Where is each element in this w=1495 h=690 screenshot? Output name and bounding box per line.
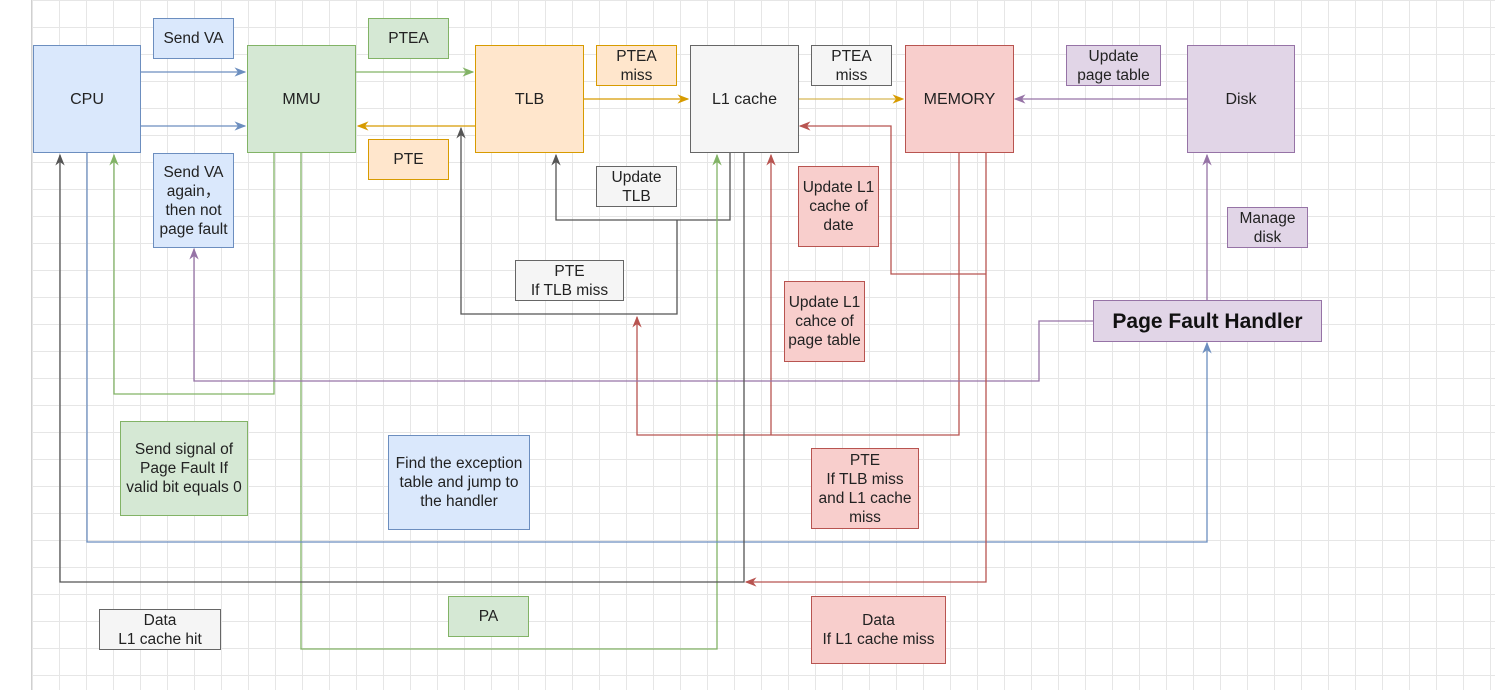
page-fault-handler-label: Page Fault Handler [1112, 309, 1303, 333]
cpu-node: CPU [33, 45, 141, 153]
page-fault-handler-node: Page Fault Handler [1093, 300, 1322, 342]
tlb-node: TLB [475, 45, 584, 153]
tlb-label: TLB [514, 90, 545, 108]
update-l1-date-label: Update L1 cache of date [798, 166, 879, 247]
update-l1-page-table-label: Update L1 cahce of page table [784, 281, 865, 362]
send-signal-page-fault-label: Send signal of Page Fault If valid bit e… [120, 421, 248, 516]
memory-label: MEMORY [923, 90, 996, 108]
edge-memory-data [744, 153, 987, 587]
ptea-label: PTEA [368, 18, 449, 59]
memory-node: MEMORY [905, 45, 1014, 153]
pte-label: PTE [368, 139, 449, 180]
edge-l1-cpu-data [55, 153, 745, 583]
disk-node: Disk [1187, 45, 1295, 153]
edge-memory-l1-update [798, 121, 986, 275]
l1-cache-label: L1 cache [712, 90, 777, 108]
edge-handler-sendva [189, 247, 1093, 382]
cpu-label: CPU [70, 90, 104, 108]
edge-memory-l1-pagetable [632, 153, 960, 436]
data-l1-miss-label: Data If L1 cache miss [811, 596, 946, 664]
manage-disk-label: Manage disk [1227, 207, 1308, 248]
update-tlb-label: Update TLB [596, 166, 677, 207]
pte-if-tlb-miss-label: PTE If TLB miss [515, 260, 624, 301]
left-ruler [0, 0, 32, 690]
send-va-again-label: Send VA again， then not page fault [153, 153, 234, 248]
data-l1-hit-label: Data L1 cache hit [99, 609, 221, 650]
ptea-miss-l1-label: PTEA miss [811, 45, 892, 86]
edge-mmu-cpu-fault [109, 153, 275, 395]
ptea-miss-tlb-label: PTEA miss [596, 45, 677, 86]
mmu-node: MMU [247, 45, 356, 153]
edge-l1-tlb-update [551, 153, 731, 221]
pa-label: PA [448, 596, 529, 637]
edge-cpu-handler [86, 153, 1212, 543]
edge-l1-mmu-pte [456, 126, 678, 315]
update-page-table-label: Update page table [1066, 45, 1161, 86]
disk-label: Disk [1225, 90, 1257, 108]
find-exception-table-label: Find the exception table and jump to the… [388, 435, 530, 530]
send-va-label: Send VA [153, 18, 234, 59]
pte-if-tlb-and-l1-miss-label: PTE If TLB miss and L1 cache miss [811, 448, 919, 529]
l1-cache-node: L1 cache [690, 45, 799, 153]
mmu-label: MMU [282, 90, 321, 108]
edge-mmu-l1-pa [300, 153, 722, 650]
